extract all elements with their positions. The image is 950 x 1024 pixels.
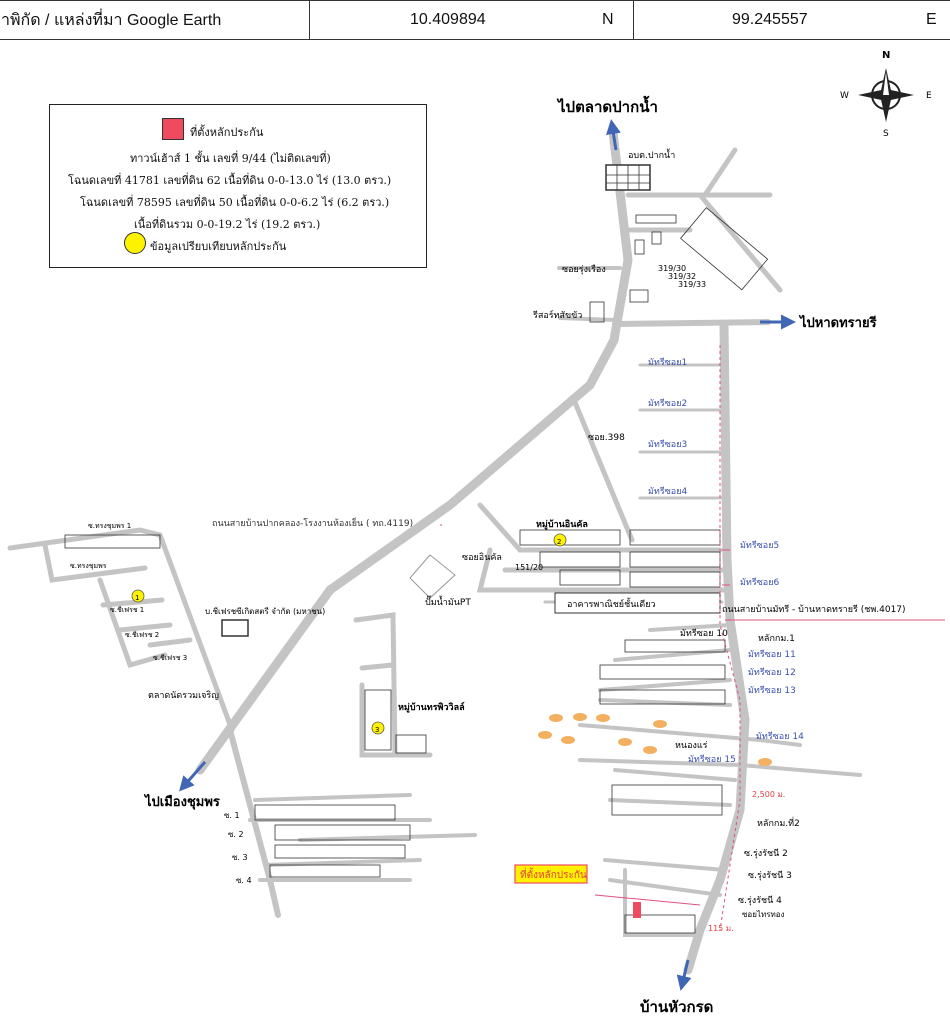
dir-north: ไปตลาดปากน้ำ <box>556 95 658 116</box>
svg-text:ซ.รุ่งรัชนี 4: ซ.รุ่งรัชนี 4 <box>738 895 782 906</box>
svg-text:W: W <box>840 91 849 101</box>
svg-text:มัทรีซอย 13: มัทรีซอย 13 <box>748 685 796 696</box>
svg-text:อาคารพาณิชย์ชั้นเดียว: อาคารพาณิชย์ชั้นเดียว <box>567 597 656 610</box>
svg-text:ซ.ชีเฟรช 2: ซ.ชีเฟรช 2 <box>125 631 159 639</box>
dir-southwest: ไปเมืองชุมพร <box>143 793 220 810</box>
tree-markers <box>538 713 772 766</box>
legend-line-4: เนื้อที่ดินรวม 0-0-19.2 ไร่ (19.2 ตรว.) <box>134 218 321 231</box>
compare-number-3: 3 <box>375 726 379 734</box>
subject-swatch <box>162 118 184 140</box>
compass-icon: N S E W <box>840 50 932 139</box>
svg-text:รีสอร์ทสัขขัว: รีสอร์ทสัขขัว <box>533 309 583 321</box>
legend-line-1: ทาวน์เฮ้าส์ 1 ชั้น เลขที่ 9/44 (ไม่ติดเล… <box>130 152 331 165</box>
legend-box: ที่ตั้งหลักประกัน ทาวน์เฮ้าส์ 1 ชั้น เลข… <box>49 104 427 268</box>
svg-text:มัทรีซอย2: มัทรีซอย2 <box>648 398 687 409</box>
svg-text:หลักกม.ที่2: หลักกม.ที่2 <box>757 816 800 829</box>
direction-arrows <box>179 119 796 991</box>
compare-swatch <box>124 232 146 254</box>
svg-text:หลักกม.1: หลักกม.1 <box>758 634 795 644</box>
subject-box-text: ที่ตั้งหลักประกัน <box>520 867 587 881</box>
svg-text:มัทรีซอย 15: มัทรีซอย 15 <box>688 754 736 765</box>
pump-station-icon <box>409 554 456 599</box>
dir-east: ไปหาดทรายรี <box>798 314 877 331</box>
svg-text:ซ.ชีเฟรช 3: ซ.ชีเฟรช 3 <box>153 654 187 662</box>
svg-text:N: N <box>882 50 890 61</box>
subject-label-box <box>514 864 588 884</box>
svg-text:319/32: 319/32 <box>668 272 696 281</box>
road-to-east <box>612 319 771 327</box>
svg-text:มัทรีซอย3: มัทรีซอย3 <box>648 439 687 450</box>
svg-text:มัทรีซอย4: มัทรีซอย4 <box>648 486 687 497</box>
longitude-value: 99.245557 <box>732 11 808 28</box>
svg-text:หนองแร่: หนองแร่ <box>675 741 708 751</box>
svg-text:มัทรีซอย 14: มัทรีซอย 14 <box>756 731 804 742</box>
distance-dashed-line <box>440 345 945 931</box>
compare-number-2: 2 <box>557 538 561 546</box>
svg-text:ซอย.398: ซอย.398 <box>588 433 625 443</box>
longitude-cell: 99.245557 E <box>633 0 950 40</box>
svg-text:มัทรีซอย 11: มัทรีซอย 11 <box>748 649 796 660</box>
svg-text:E: E <box>926 91 932 101</box>
svg-text:ซ. 3: ซ. 3 <box>232 853 248 862</box>
svg-text:หมู่บ้านทรพิววิลล์: หมู่บ้านทรพิววิลล์ <box>398 701 465 713</box>
svg-text:ตลาดนัดรวมเจริญ: ตลาดนัดรวมเจริญ <box>148 690 219 701</box>
svg-text:ซอยรุ่งเรือง: ซอยรุ่งเรือง <box>562 264 606 275</box>
svg-text:151/20: 151/20 <box>515 563 543 572</box>
svg-text:ซ.รุ่งรัชนี 3: ซ.รุ่งรัชนี 3 <box>748 870 792 881</box>
svg-text:มัทรีซอย5: มัทรีซอย5 <box>740 540 779 551</box>
latitude-cell: 10.409894 N <box>309 0 634 40</box>
sao-office-icon <box>605 164 651 191</box>
svg-text:319/30: 319/30 <box>658 264 686 273</box>
coordinate-header: าพิกัด / แหล่งที่มา Google Earth 10.4098… <box>0 0 950 42</box>
svg-text:บ.ชีเฟรชซีเกิดสตรี จำกัด (มหาช: บ.ชีเฟรชซีเกิดสตรี จำกัด (มหาชน) <box>205 607 325 616</box>
svg-text:ซอยอินคัล: ซอยอินคัล <box>462 552 502 563</box>
svg-text:ซ. 2: ซ. 2 <box>228 830 244 839</box>
svg-text:ถนนสายบ้านปากคลอง-โรงงานห้องเย: ถนนสายบ้านปากคลอง-โรงงานห้องเย็น ( ทถ.41… <box>212 516 413 529</box>
svg-text:ซ.ชีเฟรช 1: ซ.ชีเฟรช 1 <box>110 606 144 614</box>
svg-text:319/33: 319/33 <box>678 280 706 289</box>
legend-line-2: โฉนดเลขที่ 41781 เลขที่ดิน 62 เนื้อที่ดิ… <box>68 174 392 187</box>
legend-compare-label: ข้อมูลเปรียบเทียบหลักประกัน <box>150 240 287 253</box>
svg-text:ซ.ทรงชุมพร: ซ.ทรงชุมพร <box>70 562 107 570</box>
svg-text:ซ. 4: ซ. 4 <box>236 876 252 885</box>
svg-text:อบต.ปากน้ำ: อบต.ปากน้ำ <box>628 148 675 161</box>
svg-text:หมู่บ้านอินคัล: หมู่บ้านอินคัล <box>536 519 588 530</box>
svg-text:มัทรีซอย 10: มัทรีซอย 10 <box>680 628 728 639</box>
compare-markers <box>131 533 567 735</box>
svg-text:ซ.รุ่งรัชนี 2: ซ.รุ่งรัชนี 2 <box>744 848 788 859</box>
company-icon <box>221 619 249 637</box>
dir-south: บ้านหัวกรด <box>640 998 713 1016</box>
compare-number-1: 1 <box>135 594 139 602</box>
legend-subject-label: ที่ตั้งหลักประกัน <box>190 126 264 139</box>
svg-text:2,500 ม.: 2,500 ม. <box>752 790 785 799</box>
svg-text:ซ.ทรงชุมพร 1: ซ.ทรงชุมพร 1 <box>88 522 131 530</box>
building-blocks <box>64 207 769 934</box>
latitude-value: 10.409894 <box>410 11 486 28</box>
svg-text:มัทรีซอย 12: มัทรีซอย 12 <box>748 667 796 678</box>
map-labels: อบต.ปากน้ำ ซอยรุ่งเรือง รีสอร์ทสัขขัว 31… <box>70 148 906 933</box>
svg-text:115 ม.: 115 ม. <box>708 924 734 933</box>
road-4017 <box>683 320 750 975</box>
svg-text:ซ. 1: ซ. 1 <box>224 811 240 820</box>
longitude-dir: E <box>926 11 937 28</box>
svg-text:ซอยไทรทอง: ซอยไทรทอง <box>742 910 785 919</box>
svg-text:มัทรีซอย6: มัทรีซอย6 <box>740 577 779 588</box>
svg-text:ปั๊มน้ำมันPT: ปั๊มน้ำมันPT <box>425 595 471 608</box>
subject-marker <box>633 902 641 918</box>
legend-line-3: โฉนดเลขที่ 78595 เลขที่ดิน 50 เนื้อที่ดิ… <box>80 196 390 209</box>
svg-text:S: S <box>883 129 889 139</box>
main-road-4119 <box>195 127 633 775</box>
source-label: าพิกัด / แหล่งที่มา Google Earth <box>0 0 310 40</box>
location-map: 1 2 3 ที่ตั้งหลักประกัน N S E W ไปตลาดปา… <box>7 50 945 1016</box>
latitude-dir: N <box>602 11 614 28</box>
svg-text:มัทรีซอย1: มัทรีซอย1 <box>648 357 687 368</box>
svg-text:ถนนสายบ้านมัทรี - บ้านหาดทรายร: ถนนสายบ้านมัทรี - บ้านหาดทรายรี (ชพ.4017… <box>722 604 906 615</box>
